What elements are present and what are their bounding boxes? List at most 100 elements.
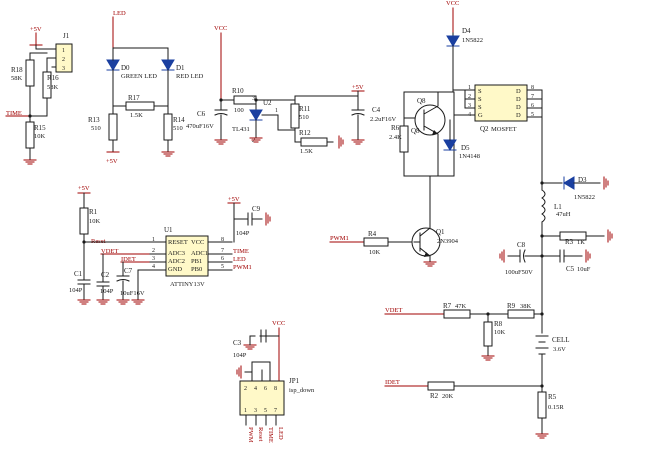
ground-icon	[603, 176, 609, 190]
r13-ref: R13	[88, 116, 100, 124]
net-label-idet: IDET	[121, 256, 136, 263]
svg-text:1N5822: 1N5822	[574, 194, 595, 201]
u1-attiny13v	[165, 235, 209, 277]
l1-ref: L1	[554, 203, 562, 211]
svg-text:2: 2	[252, 138, 255, 144]
svg-text:10uF: 10uF	[577, 266, 591, 273]
svg-text:10K: 10K	[494, 329, 506, 336]
svg-text:38K: 38K	[520, 303, 532, 310]
d1-led-icon	[161, 59, 175, 71]
ground-icon	[338, 135, 344, 149]
svg-text:47uH: 47uH	[556, 211, 571, 218]
isp-header: VCC C3 104P JP1 isp_down 2 4 6 8 1 3 5 7…	[233, 320, 315, 443]
ground-icon	[116, 299, 130, 305]
c6-ref: C6	[197, 110, 206, 118]
svg-text:1N5822: 1N5822	[462, 37, 483, 44]
svg-text:RED LED: RED LED	[176, 73, 204, 80]
d0-led-icon	[106, 59, 120, 71]
svg-text:2.2uF16V: 2.2uF16V	[370, 116, 396, 123]
svg-text:2: 2	[244, 386, 247, 392]
r7-ref: R7	[443, 302, 452, 310]
c4-ref: C4	[372, 106, 381, 114]
svg-text:10K: 10K	[89, 218, 101, 225]
svg-text:10K: 10K	[369, 249, 381, 256]
svg-text:isp_down: isp_down	[289, 387, 315, 394]
svg-text:58K: 58K	[47, 84, 59, 91]
net-label-vdet: VDET	[101, 248, 118, 255]
ground-icon	[131, 299, 145, 305]
net-label-time-u1: TIME	[233, 248, 249, 255]
r15-resistor	[25, 121, 35, 149]
r2-resistor	[427, 381, 455, 391]
svg-text:510: 510	[173, 125, 183, 132]
svg-text:3: 3	[468, 103, 471, 109]
jp1-ref: JP1	[289, 377, 300, 385]
r9-ref: R9	[507, 302, 516, 310]
jp1-net-time: TIME	[267, 427, 274, 443]
svg-text:8: 8	[274, 386, 277, 392]
svg-text:D: D	[516, 88, 521, 95]
svg-text:58K: 58K	[11, 75, 23, 82]
svg-text:20K: 20K	[442, 393, 454, 400]
c8-ref: C8	[517, 241, 526, 249]
d0-ref: D0	[121, 64, 130, 72]
svg-text:104P: 104P	[69, 287, 83, 294]
net-label-vcc-isp: VCC	[272, 320, 285, 327]
ground-icon	[535, 433, 549, 439]
r14-ref: R14	[173, 116, 185, 124]
r8-ref: R8	[494, 320, 503, 328]
r4-ref: R4	[368, 230, 377, 238]
ground-icon	[481, 355, 495, 361]
svg-text:6: 6	[531, 103, 534, 109]
battery-sense: VDET R7 47K R9 38K R8 10K CELL 3.6V IDET…	[384, 302, 570, 439]
svg-text:4: 4	[152, 264, 155, 270]
svg-text:3: 3	[62, 66, 65, 72]
ground-icon	[161, 151, 175, 157]
net-label-pwm1: PWM1	[330, 235, 349, 242]
svg-text:4: 4	[468, 112, 471, 118]
net-label-pwm1-u1: PWM1	[233, 264, 252, 271]
svg-text:104P: 104P	[236, 230, 250, 237]
ground-icon	[236, 365, 242, 379]
r4-resistor	[363, 237, 389, 247]
svg-text:3: 3	[252, 96, 255, 102]
r18-ref: R18	[11, 66, 23, 74]
svg-text:5: 5	[264, 408, 267, 414]
d3-ref: D3	[578, 176, 587, 184]
gate-driver: Q8 Q8 R6 2.4K D5 1N4148	[389, 7, 480, 227]
r6-ref: R6	[391, 124, 400, 132]
svg-text:3: 3	[152, 256, 155, 262]
d3-diode-icon	[563, 176, 575, 190]
net-label-5v-reg: +5V	[352, 84, 364, 91]
svg-text:7: 7	[221, 248, 224, 254]
svg-text:S: S	[478, 96, 482, 103]
svg-text:D: D	[516, 112, 521, 119]
c1-ref: C1	[74, 270, 83, 278]
svg-text:1: 1	[152, 237, 155, 243]
c7-ref: C7	[124, 267, 133, 275]
r5-ref: R5	[548, 393, 557, 401]
net-label-5v-low: +5V	[106, 158, 118, 165]
l1-inductor	[541, 189, 546, 223]
svg-text:7: 7	[531, 94, 534, 100]
svg-text:3: 3	[254, 408, 257, 414]
net-label-idet-sense: IDET	[385, 379, 400, 386]
r12-ref: R12	[299, 129, 311, 137]
r17-resistor	[125, 101, 155, 111]
r11-resistor	[290, 103, 300, 129]
svg-text:1: 1	[62, 48, 65, 54]
pwm-driver: PWM1 R4 10K Q1 2N3904	[329, 225, 459, 267]
svg-text:1.5K: 1.5K	[130, 112, 143, 119]
svg-text:2: 2	[468, 94, 471, 100]
ground-icon	[214, 139, 228, 145]
ground-icon	[23, 159, 37, 165]
j1-time-divider: +5V J1 1 2 3 R18 58K R16 58K TIME R15 10…	[5, 26, 73, 165]
ground-icon	[265, 212, 271, 226]
svg-text:10uF16V: 10uF16V	[120, 290, 145, 297]
u1-ref: U1	[164, 226, 173, 234]
svg-text:GREEN LED: GREEN LED	[121, 73, 157, 80]
ground-icon	[607, 229, 613, 243]
jp1-net-reset: Reset	[257, 427, 264, 442]
r7-resistor	[443, 309, 471, 319]
